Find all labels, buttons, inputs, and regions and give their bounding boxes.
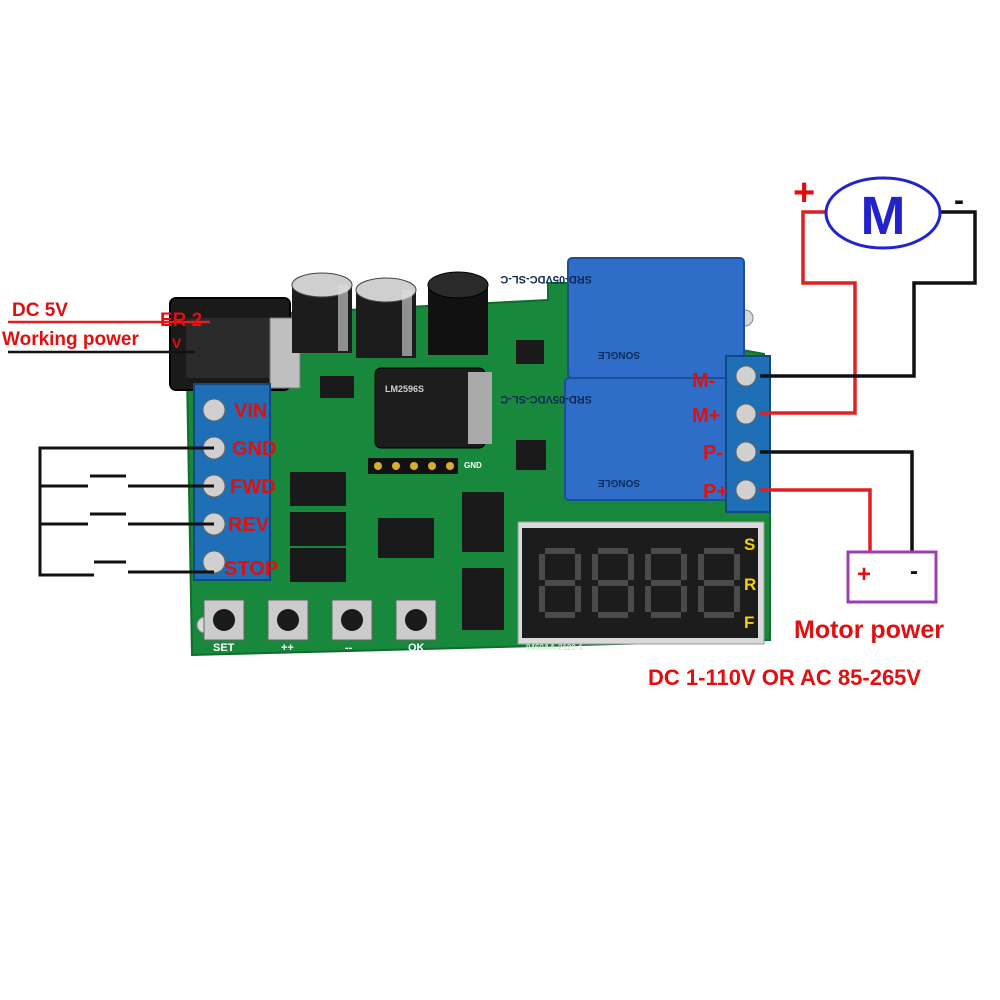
display-label-s: S xyxy=(744,535,755,554)
m-minus-label: M- xyxy=(692,370,715,392)
vin-label: VIN xyxy=(234,400,267,422)
motor-symbol: M + - xyxy=(793,172,964,250)
relays: SRD-05VDC-SL-C SONGLE SRD-05VDC-SL-C SON… xyxy=(500,257,745,501)
regulator-chip: LM2596S xyxy=(374,367,492,449)
gnd-label: GND xyxy=(232,438,276,460)
fwd-label: FWD xyxy=(230,476,276,498)
p-plus-label: P+ xyxy=(703,481,728,503)
optocouplers xyxy=(290,472,346,582)
capacitor xyxy=(291,272,353,353)
dc-5v-label: DC 5V xyxy=(12,300,68,321)
left-labels: DC 5V ER 2 Working power V VIN GND FWD R… xyxy=(2,300,278,580)
input-switch-wiring xyxy=(38,446,214,577)
working-power-label: Working power xyxy=(2,329,139,350)
relay-brand-label: SONGLE xyxy=(597,477,640,488)
terminal-screw xyxy=(735,365,757,387)
tactile-buttons: SET ++ -- OK xyxy=(203,599,437,654)
capacitors xyxy=(291,271,489,358)
motor-power-spec: DC 1-110V OR AC 85-265V xyxy=(648,665,921,690)
display-label-f: F xyxy=(744,613,754,632)
power-jack-label: ER 2 xyxy=(160,310,202,331)
set-button[interactable] xyxy=(203,599,245,641)
relay-2: SRD-05VDC-SL-C SONGLE xyxy=(500,377,742,501)
ic-chips xyxy=(320,340,546,630)
capacitor xyxy=(355,277,417,358)
chip-label: LM2596S xyxy=(385,384,424,394)
ok-button[interactable] xyxy=(395,599,437,641)
plus-button[interactable] xyxy=(267,599,309,641)
gnd-small-label: GND xyxy=(464,461,482,470)
terminal-screw xyxy=(735,441,757,463)
relay-model-label: SRD-05VDC-SL-C xyxy=(500,273,592,285)
terminal-screw xyxy=(202,550,226,574)
terminal-screw xyxy=(735,479,757,501)
plus-button-label: ++ xyxy=(281,642,294,654)
output-labels: M- M+ P- P+ xyxy=(692,370,728,503)
input-terminal-block xyxy=(193,383,271,581)
terminal-screw xyxy=(202,398,226,422)
capacitor xyxy=(427,271,489,355)
psu-box xyxy=(846,550,938,604)
psu-plus-label: + xyxy=(857,561,871,588)
relay-1: SRD-05VDC-SL-C SONGLE xyxy=(500,257,745,379)
digit-2 xyxy=(592,548,634,618)
motor-m-label: M xyxy=(861,186,906,246)
relay-brand-label: SONGLE xyxy=(597,349,640,360)
psu-minus-label: - xyxy=(910,558,918,585)
motor-power-supply: + - xyxy=(846,550,938,604)
display-label-r: R xyxy=(744,575,756,594)
relay-model-label: SRD-05VDC-SL-C xyxy=(500,393,592,405)
digit-4 xyxy=(698,548,740,618)
seven-segment-display: S R F 9460AA-2120-1 xyxy=(517,521,765,652)
minus-button[interactable] xyxy=(331,599,373,641)
header-pins: GND xyxy=(368,458,482,474)
motor-power-title: Motor power xyxy=(794,616,944,644)
ok-button-label: OK xyxy=(408,642,425,654)
minus-button-label: -- xyxy=(345,642,353,654)
stop-label: STOP xyxy=(224,558,278,580)
rev-label: REV xyxy=(228,514,270,536)
motor-minus-label: - xyxy=(954,184,964,217)
output-terminal-block xyxy=(725,355,771,513)
digit-1 xyxy=(539,548,581,618)
dc-power-lines xyxy=(8,320,210,354)
pcb-code-label: 9460AA-2120-1 xyxy=(526,643,583,652)
p-minus-label: P- xyxy=(703,442,723,464)
set-button-label: SET xyxy=(213,642,235,654)
terminal-screw xyxy=(735,403,757,425)
digit-3 xyxy=(645,548,687,618)
motor-wiring xyxy=(760,210,977,552)
power-jack-v-label: V xyxy=(172,335,182,351)
m-plus-label: M+ xyxy=(692,405,720,427)
motor-circle xyxy=(824,176,942,250)
motor-plus-label: + xyxy=(793,172,815,214)
